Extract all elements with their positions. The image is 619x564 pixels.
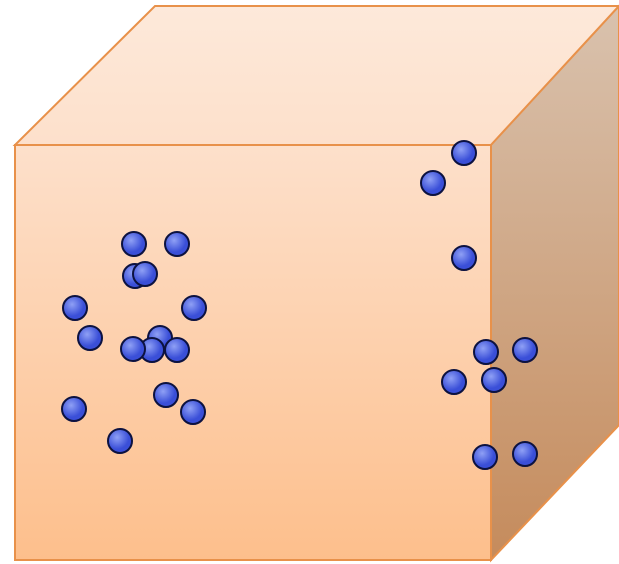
particle — [481, 367, 507, 393]
particle — [451, 245, 477, 271]
particle — [120, 336, 146, 362]
particle — [62, 295, 88, 321]
particle — [77, 325, 103, 351]
particle — [153, 382, 179, 408]
particle — [132, 261, 158, 287]
particle — [164, 337, 190, 363]
cube-front-face — [14, 144, 492, 561]
particle — [107, 428, 133, 454]
particle — [512, 441, 538, 467]
particle — [180, 399, 206, 425]
particles-group — [61, 140, 538, 470]
particle — [472, 444, 498, 470]
particle — [420, 170, 446, 196]
particle — [441, 369, 467, 395]
particle — [181, 295, 207, 321]
particle — [473, 339, 499, 365]
particle — [61, 396, 87, 422]
particle — [164, 231, 190, 257]
particle — [121, 231, 147, 257]
particle — [451, 140, 477, 166]
particle — [512, 337, 538, 363]
